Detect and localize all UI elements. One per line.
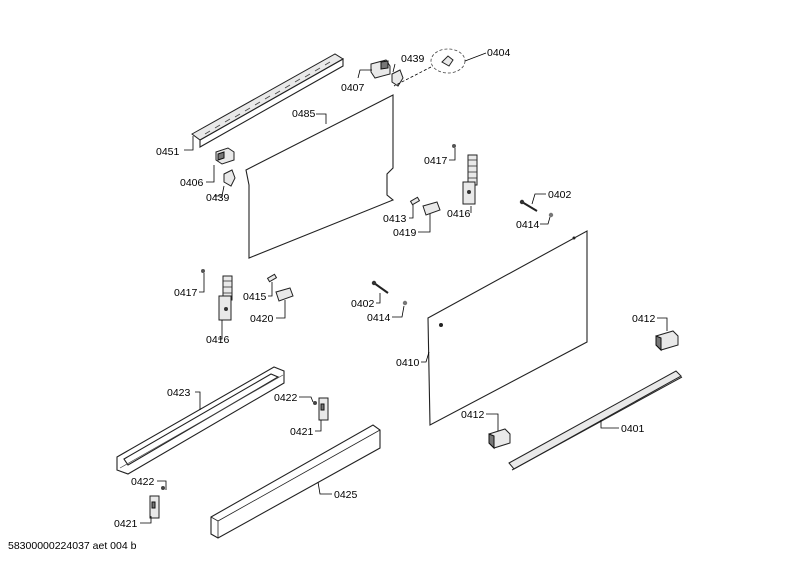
part-0416-hinge-right[interactable] bbox=[462, 154, 478, 205]
label-0406: 0406 bbox=[180, 177, 204, 189]
label-0410: 0410 bbox=[396, 357, 420, 369]
part-0439-bracket-top[interactable] bbox=[391, 69, 404, 87]
label-0402-right: 0402 bbox=[548, 189, 572, 201]
part-0407-clip[interactable] bbox=[370, 59, 391, 79]
label-0422-left: 0422 bbox=[131, 476, 155, 488]
label-0417-right: 0417 bbox=[424, 155, 448, 167]
part-0422-clip-left[interactable] bbox=[161, 486, 165, 490]
leader-lines bbox=[140, 52, 668, 524]
label-0421-right: 0421 bbox=[290, 426, 314, 438]
label-0404: 0404 bbox=[487, 47, 511, 59]
part-0423-frame[interactable] bbox=[116, 366, 285, 475]
label-0422-right: 0422 bbox=[274, 392, 298, 404]
part-0402-screw-right[interactable] bbox=[519, 199, 538, 212]
label-0412-right: 0412 bbox=[632, 313, 656, 325]
part-0412-block-middle[interactable] bbox=[488, 428, 511, 450]
part-0414-washer-right[interactable] bbox=[548, 212, 554, 218]
part-0425-trim-panel[interactable] bbox=[210, 424, 381, 539]
part-0412-block-right[interactable] bbox=[655, 330, 679, 352]
part-0406-block[interactable] bbox=[215, 147, 235, 165]
part-0419-latch[interactable] bbox=[422, 201, 441, 216]
part-0417-screw-left[interactable] bbox=[201, 269, 205, 273]
label-0423: 0423 bbox=[167, 387, 191, 399]
label-0414-left: 0414 bbox=[367, 312, 391, 324]
label-0414-right: 0414 bbox=[516, 219, 540, 231]
part-0451-top-rail[interactable] bbox=[191, 53, 344, 148]
label-0412-middle: 0412 bbox=[461, 409, 485, 421]
label-0407: 0407 bbox=[341, 82, 365, 94]
label-0451: 0451 bbox=[156, 146, 180, 158]
label-0425: 0425 bbox=[334, 489, 358, 501]
label-0402-left: 0402 bbox=[351, 298, 375, 310]
part-0485-glass-pane[interactable] bbox=[245, 94, 395, 259]
part-labels: 0404 0439 0407 0485 0451 0406 0439 0417 … bbox=[114, 47, 656, 530]
drawing-code: 58300000224037 aet 004 b bbox=[8, 540, 137, 552]
part-0439-bracket-left[interactable] bbox=[223, 169, 236, 187]
label-0485: 0485 bbox=[292, 108, 316, 120]
part-0410-outer-glass[interactable] bbox=[427, 230, 588, 426]
label-0401: 0401 bbox=[621, 423, 645, 435]
part-0414-washer-left[interactable] bbox=[402, 300, 408, 306]
part-0417-screw-right[interactable] bbox=[452, 144, 456, 148]
label-0413: 0413 bbox=[383, 213, 407, 225]
label-0420: 0420 bbox=[250, 313, 274, 325]
part-0421-bracket-left[interactable] bbox=[149, 495, 160, 519]
label-0439-top: 0439 bbox=[401, 53, 425, 65]
label-0419: 0419 bbox=[393, 227, 417, 239]
label-0415: 0415 bbox=[243, 291, 267, 303]
label-0421-left: 0421 bbox=[114, 518, 138, 530]
part-0402-screw-left[interactable] bbox=[371, 280, 389, 294]
part-0420-latch[interactable] bbox=[275, 287, 294, 302]
label-0439-left: 0439 bbox=[206, 192, 230, 204]
part-0413-pin[interactable] bbox=[409, 196, 421, 206]
part-0422-clip-right[interactable] bbox=[313, 401, 317, 405]
label-0417-left: 0417 bbox=[174, 287, 198, 299]
label-0416-left: 0416 bbox=[206, 334, 230, 346]
label-0416-right: 0416 bbox=[447, 208, 471, 220]
part-0416-hinge-left[interactable] bbox=[218, 275, 233, 321]
part-0401-bottom-rail[interactable] bbox=[508, 370, 683, 471]
part-0415-pin[interactable] bbox=[266, 273, 278, 283]
part-0421-bracket-right[interactable] bbox=[318, 397, 329, 421]
